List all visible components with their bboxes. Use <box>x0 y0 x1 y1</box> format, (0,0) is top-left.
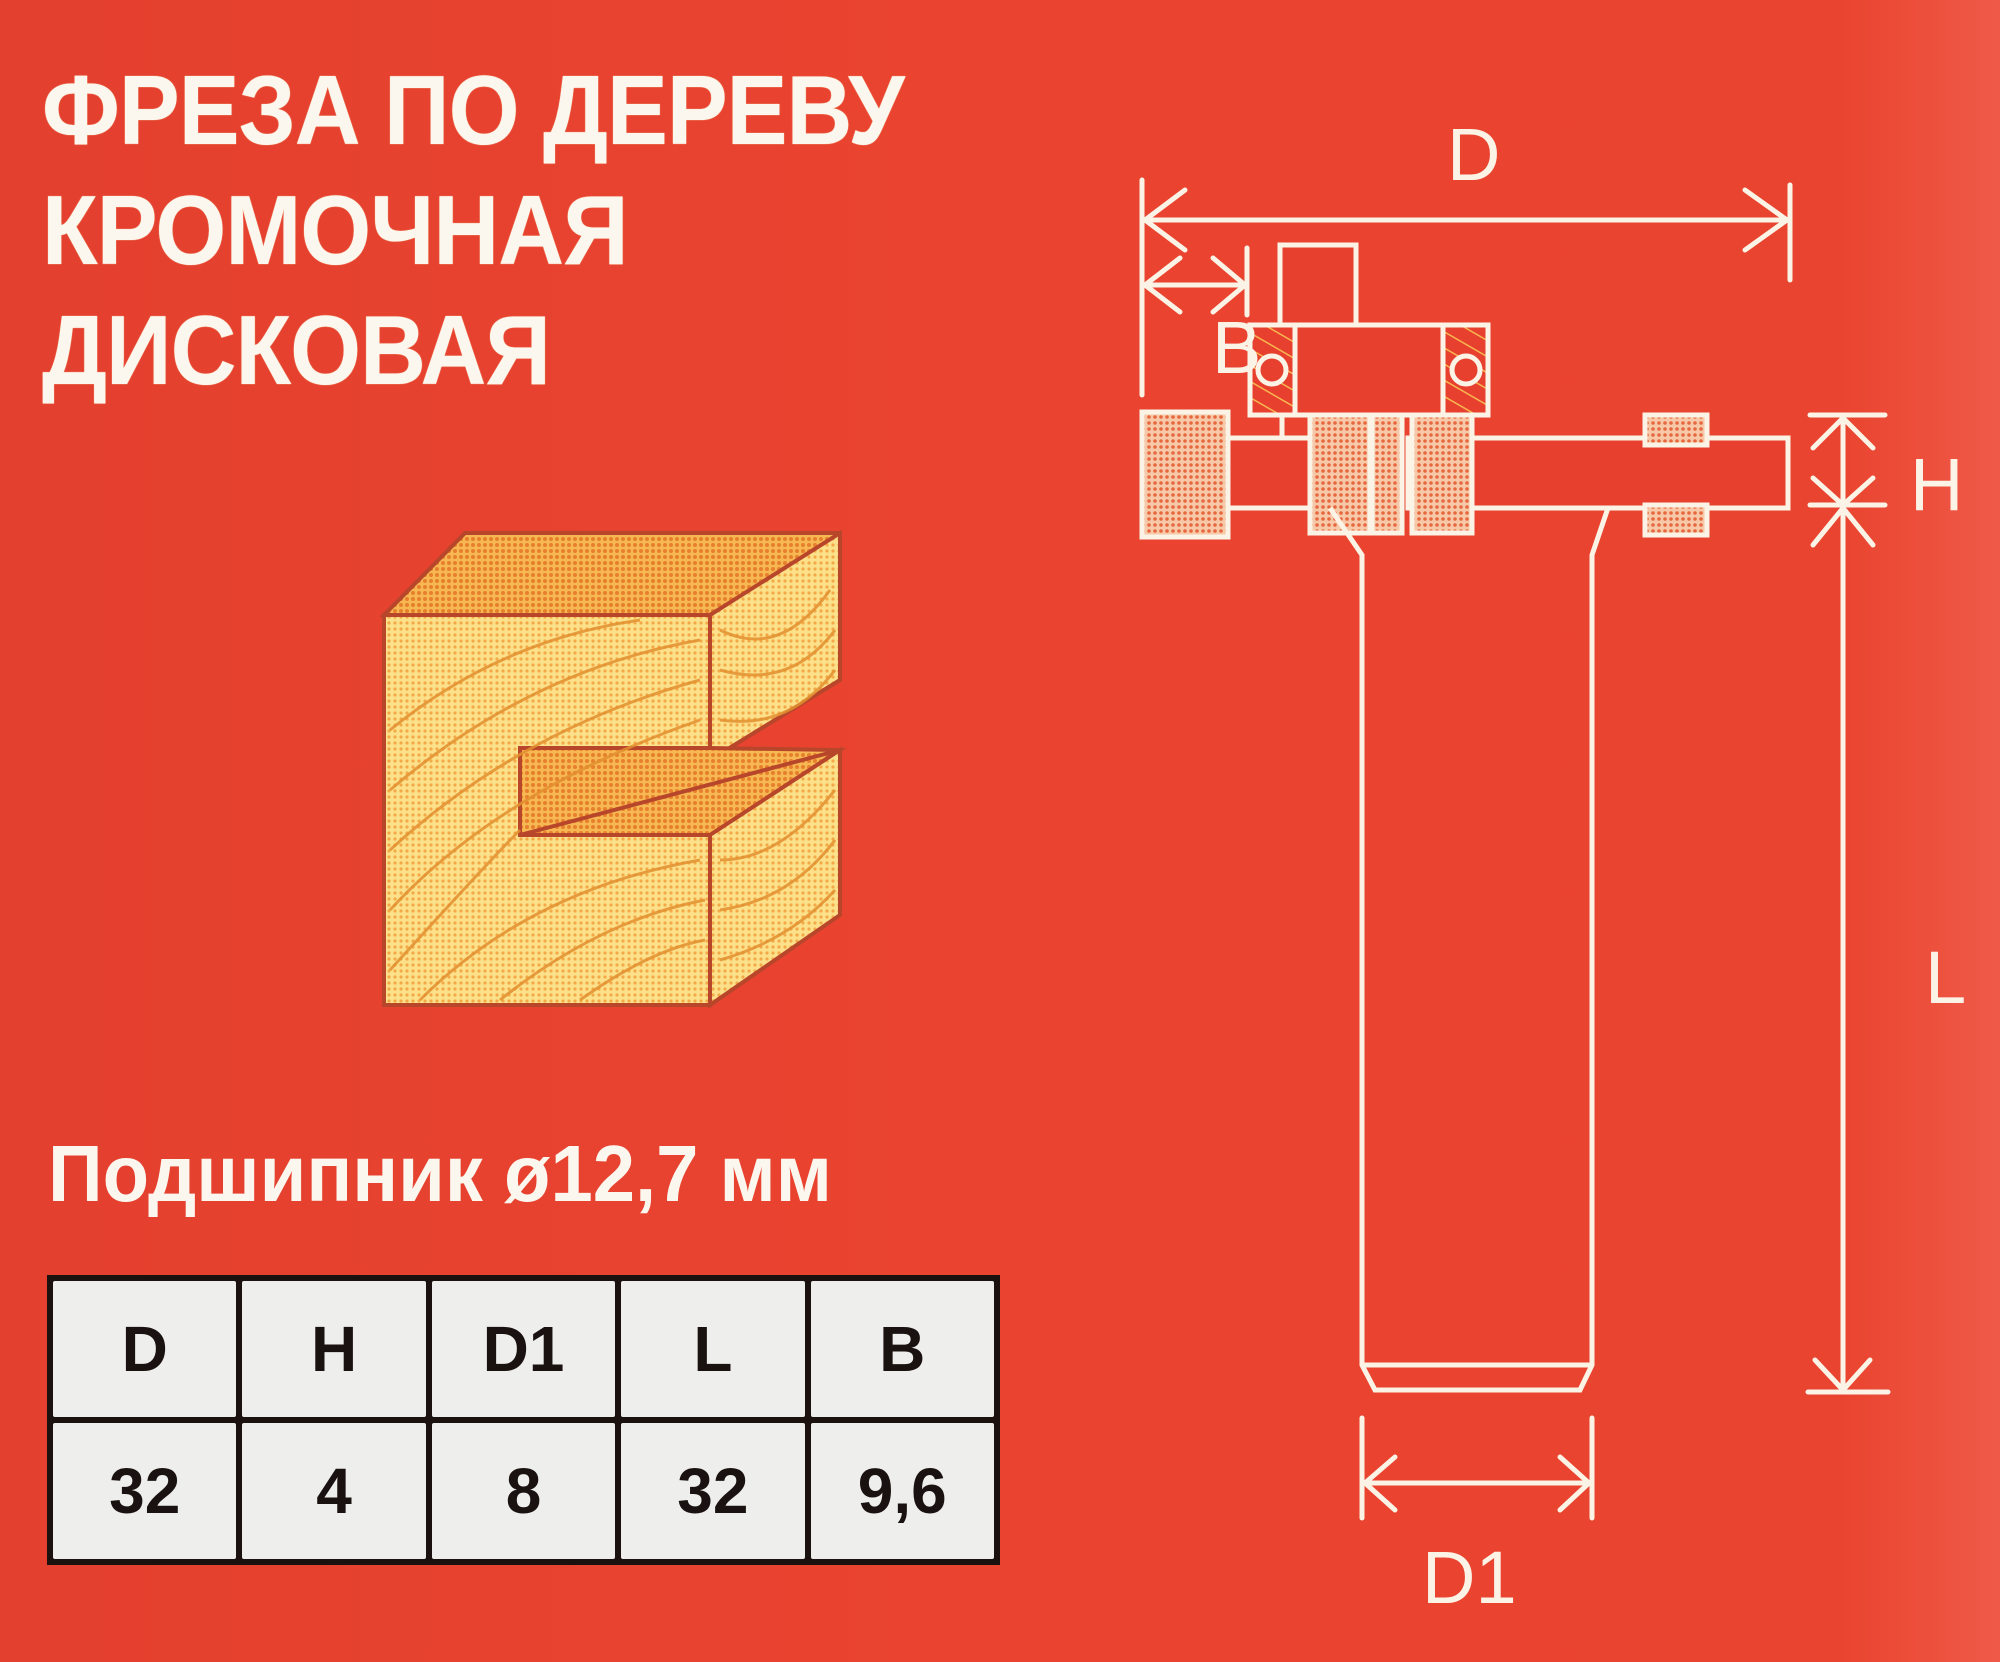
title-line-3: ДИСКОВАЯ <box>42 295 551 405</box>
spec-header-d: D <box>53 1281 237 1417</box>
wood-slot-profile-icon <box>380 530 847 1009</box>
spec-value-l: 32 <box>621 1423 805 1559</box>
spec-table: D H D1 L B 32 4 8 32 9,6 <box>47 1275 1000 1565</box>
title-line-1: ФРЕЗА ПО ДЕРЕВУ <box>42 55 905 165</box>
dimension-label-d: D <box>1447 113 1501 196</box>
spec-value-d1: 8 <box>431 1423 616 1559</box>
title-line-2: КРОМОЧНАЯ <box>42 175 629 285</box>
dimension-label-h: H <box>1910 443 1964 526</box>
spec-header-d1: D1 <box>431 1281 616 1417</box>
bearing-size-label: Подшипник ø12,7 мм <box>48 1129 832 1218</box>
dimension-label-d1: D1 <box>1422 1536 1517 1619</box>
dimension-label-l: L <box>1925 936 1967 1019</box>
spec-header-h: H <box>242 1281 426 1417</box>
dimension-label-b: B <box>1212 306 1262 389</box>
product-title: ФРЕЗА ПО ДЕРЕВУ КРОМОЧНАЯ ДИСКОВАЯ <box>42 50 905 410</box>
spec-header-b: B <box>810 1281 994 1417</box>
spec-value-d: 32 <box>53 1423 237 1559</box>
spec-value-b: 9,6 <box>810 1423 994 1559</box>
spec-header-l: L <box>621 1281 805 1417</box>
spec-value-h: 4 <box>242 1423 426 1559</box>
